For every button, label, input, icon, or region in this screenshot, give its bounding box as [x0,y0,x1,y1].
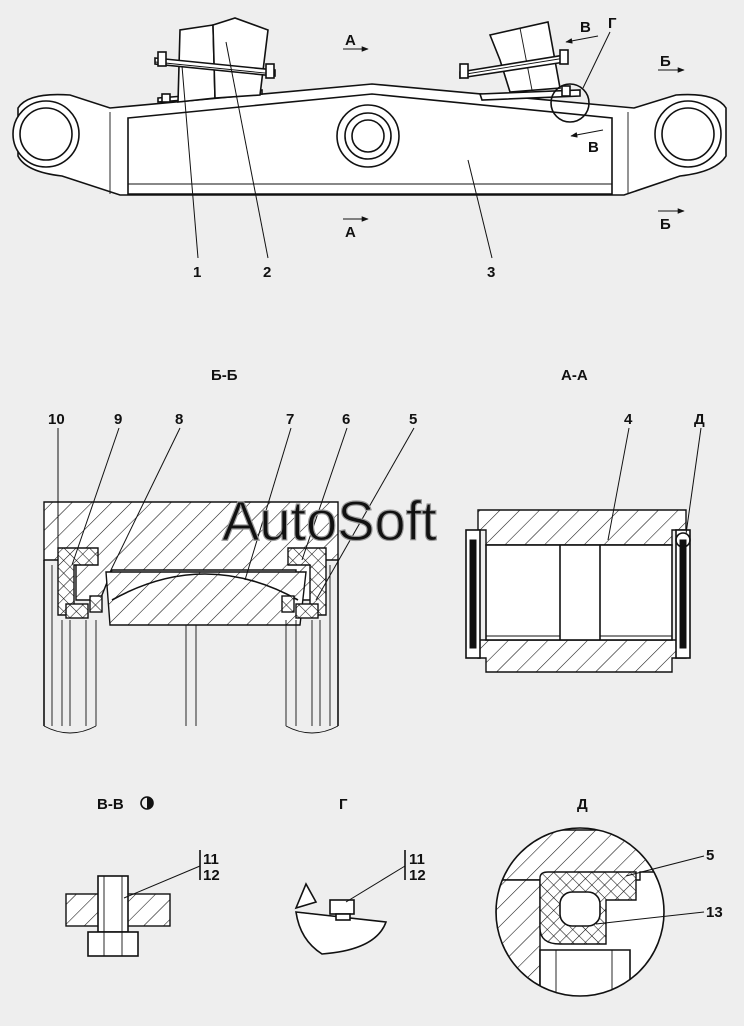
section-mark-v-bottom: В [588,139,599,156]
view-g [294,850,406,955]
view-title-bb: Б-Б [211,367,238,384]
section-vv [65,850,201,957]
detail-mark-g: Г [608,15,617,32]
section-mark-a-top: А [345,32,356,49]
part-label-10: 10 [48,411,65,428]
section-mark-v-top: В [580,19,591,36]
section-mark-b-top: Б [660,53,671,70]
part-label-8: 8 [175,411,183,428]
part-label-1: 1 [193,264,201,281]
main-view [12,17,727,259]
section-bb [43,427,415,734]
part-label-12-g: 12 [409,867,426,884]
part-label-12-vv: 12 [203,867,220,884]
part-label-6: 6 [342,411,350,428]
part-label-11-g: 11 [409,851,425,868]
part-label-4: 4 [624,411,633,428]
part-label-5-detail: 5 [706,847,714,864]
section-aa [465,427,702,673]
view-title-g: Г [339,796,348,813]
view-title-aa: А-А [561,367,588,384]
part-label-5: 5 [409,411,417,428]
view-title-vv: В-В [97,796,124,813]
detail-mark-d: Д [694,411,705,428]
section-mark-b-bottom: Б [660,216,671,233]
part-label-11-vv: 11 [203,851,219,868]
part-label-2: 2 [263,264,271,281]
part-label-9: 9 [114,411,122,428]
part-label-3: 3 [487,264,495,281]
watermark: AutoSoft [222,489,437,552]
detail-d [495,827,705,997]
part-label-7: 7 [286,411,294,428]
view-title-d: Д [577,796,588,813]
section-mark-a-bottom: А [345,224,356,241]
part-label-13: 13 [706,904,723,921]
rotate-icon [140,796,154,810]
